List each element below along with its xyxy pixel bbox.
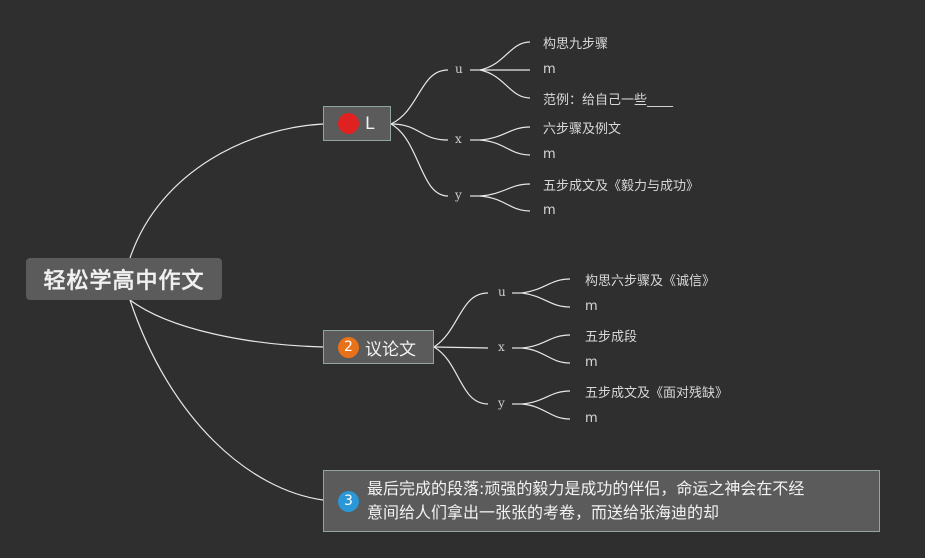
link-b2-u-1 (521, 278, 571, 294)
link-root-b1 (129, 123, 324, 259)
link-b1-y-2 (479, 195, 531, 212)
link-b1-x-2 (479, 139, 531, 156)
link-b2-y-2 (521, 403, 571, 420)
branch-node-2[interactable]: 2 议论文 (323, 330, 434, 364)
link-b2-x-2 (521, 347, 571, 364)
b1-group-y[interactable]: y (455, 188, 462, 202)
b2-group-u[interactable]: u (498, 285, 506, 299)
b1-y-leaf-2[interactable]: m (543, 203, 556, 218)
link-b1-x-1 (479, 126, 531, 141)
branch-2-label: 议论文 (365, 339, 416, 360)
b1-group-x[interactable]: x (455, 132, 462, 146)
link-b1-u-3 (479, 69, 531, 99)
link-b2-y (433, 346, 489, 405)
b2-x-leaf-1[interactable]: 五步成段 (585, 330, 638, 345)
b1-u-leaf-1[interactable]: 构思九步骤 (543, 37, 609, 52)
branch-3-line-2: 意间给人们拿出一张张的考卷，而送给张海迪的却 (367, 503, 720, 522)
root-title: 轻松学高中作文 (43, 269, 205, 294)
link-b1-y (390, 123, 449, 197)
b2-group-y[interactable]: y (498, 396, 505, 410)
link-root-b3 (129, 299, 324, 501)
b1-x-leaf-2[interactable]: m (543, 147, 556, 162)
link-b2-u (433, 292, 489, 348)
link-b2-x (433, 346, 489, 349)
badge-2: 2 (338, 336, 359, 358)
link-b2-x-1 (521, 334, 571, 349)
link-b1-y-1 (479, 183, 531, 197)
b2-u-leaf-2[interactable]: m (585, 299, 598, 314)
b1-u-leaf-2[interactable]: m (543, 62, 556, 77)
b1-x-leaf-1[interactable]: 六步骤及例文 (543, 122, 622, 137)
link-root-b2 (129, 299, 324, 348)
badge-1: 1 (338, 113, 359, 134)
b2-x-leaf-2[interactable]: m (585, 355, 598, 370)
link-b2-u-2 (521, 292, 571, 308)
link-b1-u-1 (479, 41, 531, 71)
b1-y-leaf-1[interactable]: 五步成文及《毅力与成功》 (543, 179, 700, 194)
branch-3-line-1: 最后完成的段落:顽强的毅力是成功的伴侣，命运之神会在不经 (367, 479, 805, 498)
b1-u-leaf-3[interactable]: 范例：给自己一些____ (543, 93, 674, 108)
b1-group-u[interactable]: u (455, 62, 463, 76)
b2-y-leaf-2[interactable]: m (585, 411, 598, 426)
link-b1-u (390, 69, 449, 125)
branch-node-3[interactable]: 3 最后完成的段落:顽强的毅力是成功的伴侣，命运之神会在不经 意间给人们拿出一张… (323, 470, 880, 532)
branch-3-text: 最后完成的段落:顽强的毅力是成功的伴侣，命运之神会在不经 意间给人们拿出一张张的… (367, 477, 804, 525)
link-b1-x (390, 123, 449, 141)
b2-group-x[interactable]: x (498, 340, 505, 354)
link-b2-y-1 (521, 390, 571, 405)
branch-node-1[interactable]: 1 L (323, 106, 391, 141)
b2-u-leaf-1[interactable]: 构思六步骤及《诚信》 (585, 274, 716, 289)
branch-1-label: L (365, 113, 375, 134)
root-node[interactable]: 轻松学高中作文 (26, 258, 222, 300)
badge-3: 3 (338, 490, 359, 512)
b2-y-leaf-1[interactable]: 五步成文及《面对残缺》 (585, 386, 729, 401)
